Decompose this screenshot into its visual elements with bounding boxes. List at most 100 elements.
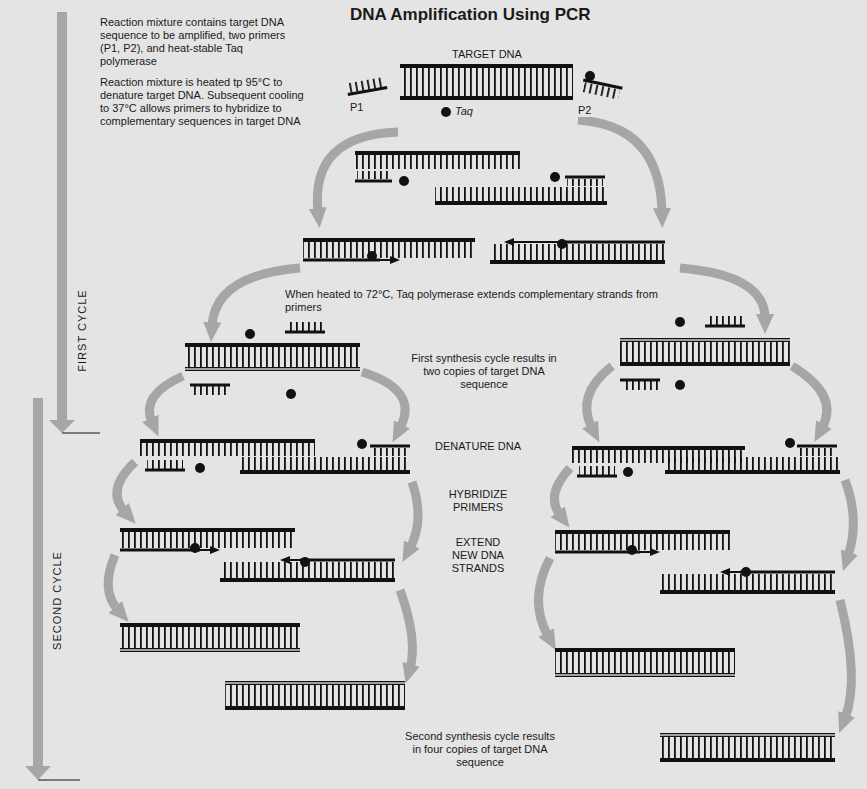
dna-strands: [120, 66, 840, 760]
cycle-label: SECOND CYCLE: [51, 551, 64, 650]
dna-strands: [579, 466, 615, 475]
dna-strands: [435, 187, 607, 201]
flow-arrow: [317, 132, 398, 212]
step-name: DENATURE DNA: [418, 440, 538, 453]
taq-polymerase: [550, 172, 560, 182]
dna-strands: [120, 649, 300, 651]
cycle-bar: [49, 420, 75, 433]
dna-strands: [200, 549, 212, 551]
dna-strands: [660, 733, 835, 737]
dna-strands: [240, 457, 410, 470]
dna-strands: [555, 673, 735, 677]
dna-strands: [120, 528, 295, 532]
taq-polymerase: [195, 463, 205, 473]
dna-strands: [303, 242, 475, 258]
dna-strands: [400, 64, 573, 68]
dna-strands: [145, 469, 185, 472]
dna-strands: [355, 151, 520, 155]
taq-polymerase: [585, 71, 595, 81]
taq-polymerase: [441, 107, 451, 117]
taq-polymerase: [286, 389, 296, 399]
dna-strands: [370, 445, 410, 448]
flow-arrow: [400, 590, 412, 668]
dna-strands: [225, 682, 405, 684]
dna-strands: [225, 681, 405, 685]
dna-strands: [435, 201, 607, 205]
dna-strands: [140, 439, 315, 443]
dna-strands: [555, 648, 735, 652]
dna-strands: [705, 325, 745, 328]
dna-strands: [355, 155, 520, 169]
dna-strands: [660, 734, 835, 736]
flow-arrow: [117, 462, 135, 512]
step-name: HYBRIDIZE PRIMERS: [438, 488, 518, 514]
taq-polymerase: [357, 439, 367, 449]
dna-strands: [140, 443, 315, 456]
dna-strands: [192, 386, 228, 395]
cycle-label: FIRST CYCLE: [76, 289, 89, 371]
dna-strands: [572, 446, 745, 450]
dna-strands: [740, 571, 835, 574]
dna-strands: [220, 578, 395, 582]
step-note: First synthesis cycle results in two cop…: [409, 352, 559, 391]
taq-polymerase: [190, 71, 795, 577]
cycle-bar: [38, 780, 80, 781]
dna-strands: [728, 571, 740, 573]
flow-arrow: [108, 120, 853, 718]
taq-polymerase: [741, 567, 751, 577]
dna-strands: [185, 368, 360, 370]
dna-strands: [225, 685, 405, 706]
molecule-label: TARGET DNA: [452, 48, 522, 61]
primer-label: P2: [578, 104, 591, 117]
flow-arrow: [587, 366, 612, 428]
dna-strands: [120, 627, 300, 648]
dna-strands: [620, 362, 790, 366]
step-note: Second synthesis cycle results in four c…: [405, 730, 555, 769]
dna-strands: [660, 758, 835, 762]
dna-strands: [490, 244, 665, 260]
dna-strands: [555, 530, 730, 534]
taq-polymerase: [623, 467, 633, 477]
dna-strands: [147, 460, 183, 469]
dna-strands: [240, 470, 410, 474]
dna-strands: [400, 96, 573, 100]
dna-strands: [620, 342, 790, 362]
dna-strands: [512, 241, 560, 243]
dna-strands: [380, 259, 392, 261]
taq-polymerase: [627, 545, 637, 555]
diagram-title: DNA Amplification Using PCR: [350, 5, 591, 25]
flow-arrow: [108, 555, 118, 610]
flow-arrow: [554, 468, 570, 515]
dna-strands: [555, 674, 735, 676]
dna-strands: [660, 737, 835, 758]
taq-polymerase: [675, 380, 685, 390]
cycle-bar: [33, 398, 43, 768]
dna-strands: [567, 179, 603, 186]
flow-arrow: [840, 600, 851, 718]
dna-strands: [581, 80, 623, 100]
step-note: When heated to 72°C, Taq polymerase exte…: [285, 288, 685, 314]
dna-strands: [185, 343, 360, 347]
flow-arrow: [845, 480, 853, 556]
primer-label: P1: [350, 101, 363, 114]
dna-strands: [400, 68, 573, 96]
dna-strands: [797, 445, 837, 448]
dna-strands: [225, 706, 405, 710]
dna-strands: [583, 82, 620, 99]
taq-polymerase: [785, 438, 795, 448]
dna-strands: [357, 171, 392, 179]
dna-strands: [120, 623, 300, 627]
dna-strands: [348, 87, 387, 94]
dna-strands: [577, 475, 617, 478]
dna-strands: [120, 532, 295, 548]
taq-polymerase: [557, 239, 567, 249]
dna-strands: [565, 176, 605, 179]
dna-strands: [185, 347, 360, 367]
dna-strands: [640, 551, 652, 553]
taq-polymerase: [300, 557, 310, 567]
dna-strands: [185, 367, 360, 371]
cycle-bar: [25, 12, 100, 780]
flow-arrow: [538, 558, 550, 636]
enzyme-label: Taq: [455, 105, 473, 118]
dna-strands: [490, 260, 665, 264]
